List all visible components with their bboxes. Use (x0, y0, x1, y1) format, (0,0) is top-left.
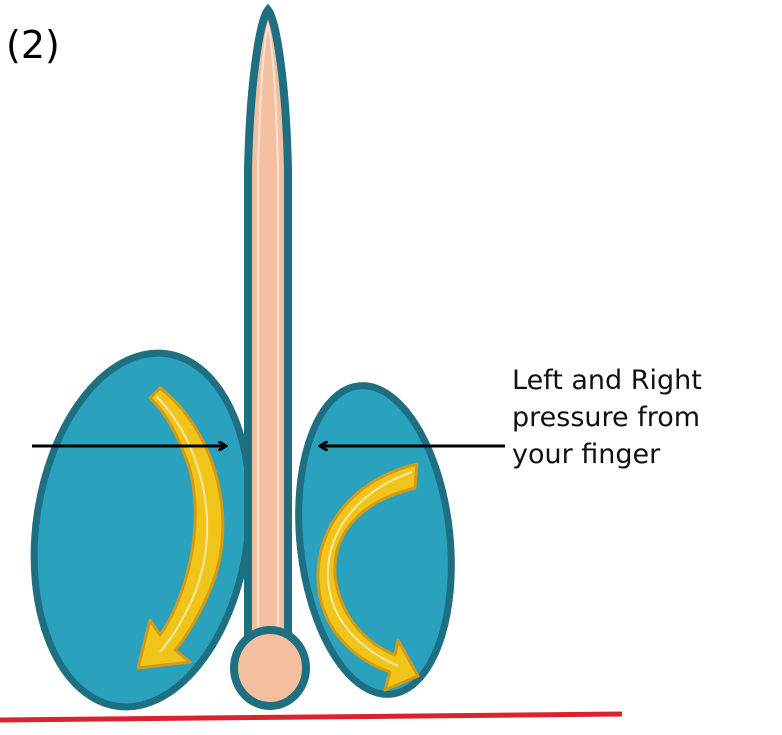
caption-line-1: Left and Right (512, 362, 702, 399)
pressure-caption: Left and Right pressure from your finger (512, 362, 702, 473)
caption-line-2: pressure from (512, 399, 702, 436)
shaft-bulb (234, 630, 306, 706)
caption-line-3: your finger (512, 436, 702, 473)
central-shaft (248, 10, 288, 690)
base-line (0, 714, 622, 720)
